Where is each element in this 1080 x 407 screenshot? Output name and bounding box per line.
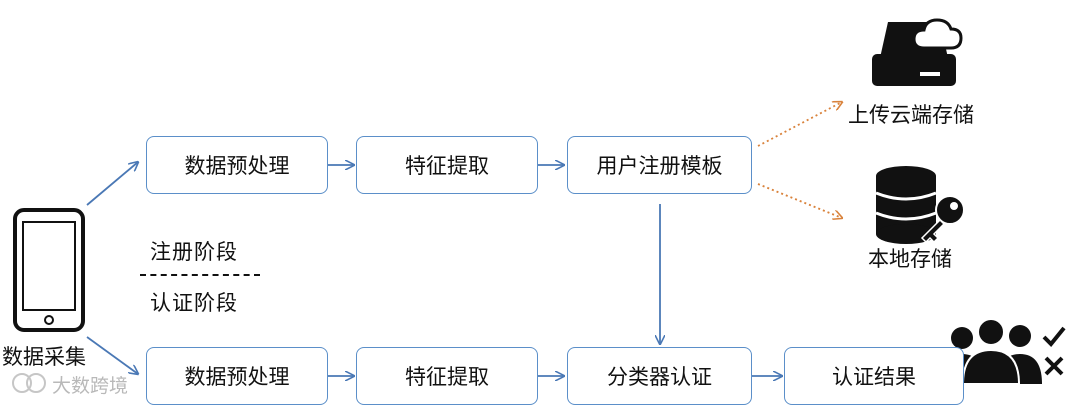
database-key-icon [875, 166, 965, 244]
arrow-phone-to-top [86, 162, 138, 206]
arrow-to-local [757, 183, 842, 218]
result-box: 认证结果 [784, 347, 964, 405]
bottom-preprocess-box: 数据预处理 [146, 347, 328, 405]
watermark-logo-icon [12, 373, 46, 393]
arrow-to-cloud [757, 102, 842, 147]
cloud-storage-label: 上传云端存储 [848, 103, 974, 127]
watermark-text: 大数跨境 [52, 375, 129, 397]
check-icon [1042, 326, 1066, 347]
smartphone-icon [13, 208, 85, 332]
top-feature-box: 特征提取 [356, 136, 538, 194]
bottom-feature-box: 特征提取 [356, 347, 538, 405]
local-storage-label: 本地存储 [868, 247, 952, 271]
registration-phase-label: 注册阶段 [150, 240, 238, 264]
phase-divider [140, 274, 260, 276]
authentication-phase-label: 认证阶段 [150, 291, 238, 315]
top-preprocess-box: 数据预处理 [146, 136, 328, 194]
cross-icon [1044, 356, 1064, 376]
cloud-storage-icon [872, 18, 963, 86]
arrow-phone-to-bottom [86, 336, 138, 374]
classifier-box: 分类器认证 [567, 347, 752, 405]
template-box: 用户注册模板 [567, 136, 752, 194]
phone-label: 数据采集 [2, 345, 86, 369]
